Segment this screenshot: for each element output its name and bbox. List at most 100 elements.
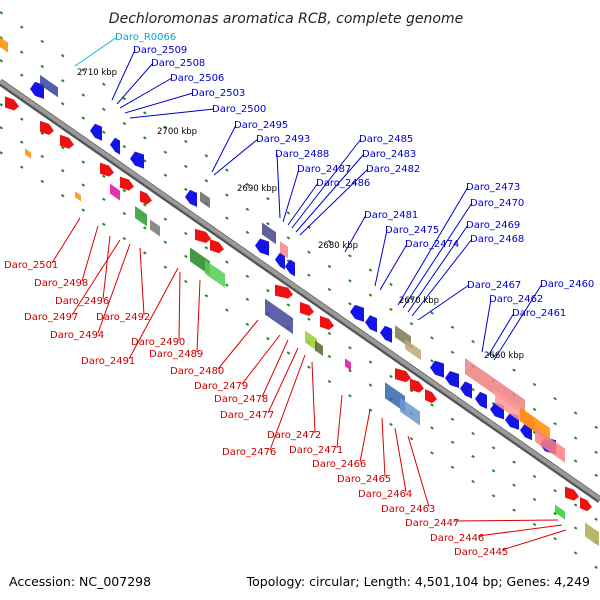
gene-arrow (60, 134, 74, 149)
gene-label: Daro_2483 (362, 149, 416, 160)
label-leader (493, 283, 543, 361)
gene-arrow (130, 151, 144, 169)
label-leader (261, 339, 289, 398)
label-leader (381, 417, 386, 478)
label-leader (178, 271, 181, 341)
gene-arrow (275, 284, 293, 299)
gene-box (305, 330, 317, 351)
gene-arrow (445, 371, 459, 389)
label-leader (311, 361, 316, 434)
label-leader (501, 529, 567, 551)
label-leader (282, 168, 300, 223)
gene-label: Daro_2493 (256, 134, 310, 145)
gene-box (40, 74, 58, 98)
gene-box (110, 183, 120, 201)
label-leader (379, 243, 408, 291)
gene-box (205, 259, 225, 288)
gene-label: Daro_2464 (358, 489, 412, 500)
label-leader (267, 347, 299, 414)
gene-label: Daro_2463 (381, 504, 435, 515)
label-leader (128, 267, 179, 360)
gene-box (0, 37, 8, 53)
gene-label: Daro_2445 (454, 547, 508, 558)
gene-box (262, 222, 276, 245)
label-leader (139, 247, 145, 316)
gene-arrow (5, 96, 19, 111)
gene-label: Daro_2476 (222, 447, 276, 458)
label-leader (116, 62, 154, 105)
kbp-marker: 2710 kbp (77, 68, 117, 78)
label-leader (74, 36, 118, 67)
gene-box (400, 397, 420, 426)
label-leader (217, 319, 259, 370)
label-leader (196, 279, 201, 353)
gene-arrow (395, 368, 411, 383)
gene-arrow (285, 259, 295, 277)
gene-label: Daro_2466 (312, 459, 366, 470)
label-leader (51, 217, 81, 264)
gene-arrow (140, 190, 152, 205)
gene-box (265, 298, 293, 335)
label-leader (211, 124, 237, 173)
kbp-marker: 2670 kbp (399, 296, 439, 306)
gene-label: Daro_2498 (34, 278, 88, 289)
kbp-marker: 2690 kbp (237, 184, 277, 194)
gene-arrow (320, 315, 334, 330)
gene-arrow (100, 162, 114, 177)
label-leader (97, 243, 131, 334)
gene-label: Daro_2495 (234, 120, 288, 131)
label-leader (276, 153, 281, 219)
gene-label: Daro_2492 (96, 312, 150, 323)
gene-label: Daro_2462 (489, 294, 543, 305)
label-leader (417, 284, 470, 321)
gene-features (0, 37, 599, 547)
gene-label: Daro_2486 (316, 178, 370, 189)
gene-arrow (580, 497, 592, 512)
label-leaders (51, 36, 567, 551)
gene-arrow (30, 81, 44, 99)
label-leader (477, 524, 563, 537)
gene-label: Daro_2465 (337, 474, 391, 485)
gene-label: Daro_2469 (466, 220, 520, 231)
gene-arrow (40, 120, 54, 135)
gene-box (200, 191, 210, 209)
label-leader (407, 224, 469, 313)
gene-arrow (430, 360, 444, 378)
gene-label: Daro_2497 (24, 312, 78, 323)
gene-label: Daro_2470 (470, 198, 524, 209)
gene-label: Daro_2496 (55, 296, 109, 307)
accession-text: Accession: NC_007298 (9, 574, 151, 589)
gene-label: Daro_2478 (214, 394, 268, 405)
gene-label: Daro_2489 (149, 349, 203, 360)
gene-label: Daro_2460 (540, 279, 594, 290)
label-leader (119, 77, 173, 109)
gene-arrow (460, 381, 472, 399)
genome-summary-text: Topology: circular; Length: 4,501,104 bp… (246, 574, 590, 589)
label-leader (291, 138, 362, 229)
gene-label: Daro_2467 (467, 280, 521, 291)
label-leader (359, 409, 371, 463)
gene-label: Daro_R0066 (115, 32, 176, 43)
gene-arrow (565, 486, 579, 501)
kbp-marker: 2680 kbp (318, 241, 358, 251)
gene-label: Daro_2481 (364, 210, 418, 221)
gene-arrow (195, 228, 211, 243)
genome-backbone-highlight (0, 79, 600, 501)
gene-label: Daro_2482 (366, 164, 420, 175)
gene-arrow (90, 123, 102, 141)
gene-arrow (255, 238, 269, 256)
gene-label: Daro_2461 (512, 308, 566, 319)
label-leader (397, 186, 469, 306)
label-leader (71, 239, 121, 316)
label-leader (481, 298, 492, 353)
gene-label: Daro_2506 (170, 73, 224, 84)
gene-label: Daro_2474 (405, 239, 459, 250)
gene-arrow (210, 239, 224, 254)
label-leader (452, 519, 559, 522)
gene-box (75, 191, 81, 202)
gene-box (280, 241, 288, 259)
label-leader (487, 312, 515, 357)
gene-label: Daro_2508 (151, 58, 205, 69)
